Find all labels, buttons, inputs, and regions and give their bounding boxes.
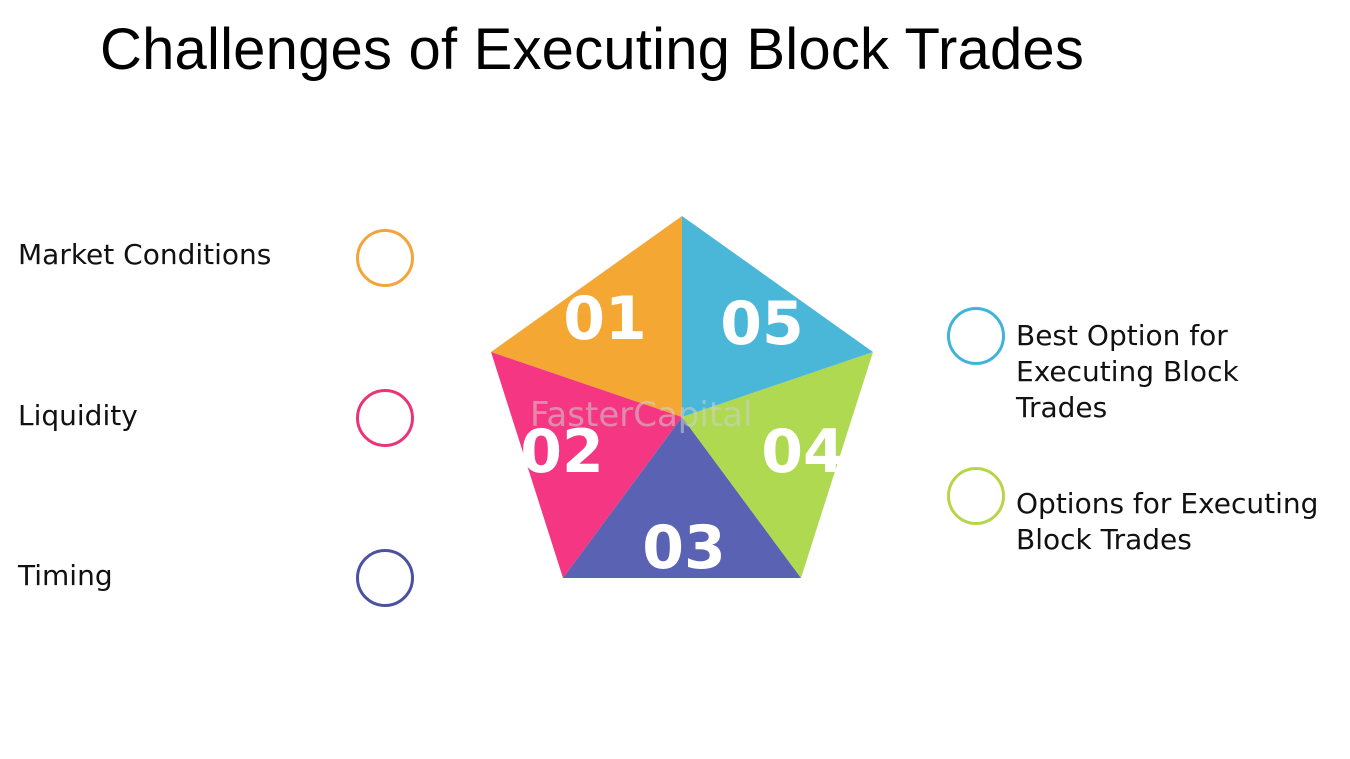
label-liquidity: Liquidity — [18, 399, 138, 432]
pie-segment-pink — [491, 352, 682, 578]
segment-number-03: 03 — [642, 513, 726, 583]
ring-icon-sky — [947, 307, 1005, 365]
ring-icon-pink — [356, 389, 414, 447]
segment-number-05: 05 — [720, 289, 804, 359]
ring-icon-lime — [947, 467, 1005, 525]
segment-number-02: 02 — [520, 417, 604, 487]
segment-number-04: 04 — [761, 417, 845, 487]
label-market-conditions: Market Conditions — [18, 238, 272, 271]
ring-icon-orange — [356, 229, 414, 287]
label-timing: Timing — [18, 559, 113, 592]
pie-segment-orange — [491, 216, 682, 417]
pie-segment-lime — [682, 352, 873, 578]
segment-number-01: 01 — [563, 284, 647, 354]
label-options-for-executing: Options for Executing Block Trades — [1016, 487, 1319, 556]
watermark-text: FasterCapital — [530, 395, 752, 435]
page-title: Challenges of Executing Block Trades — [100, 17, 1085, 82]
ring-icon-indigo — [356, 549, 414, 607]
pie-segment-indigo — [563, 417, 801, 578]
pie-segment-sky — [682, 216, 873, 417]
label-best-option: Best Option for Executing Block Trades — [1016, 319, 1239, 424]
